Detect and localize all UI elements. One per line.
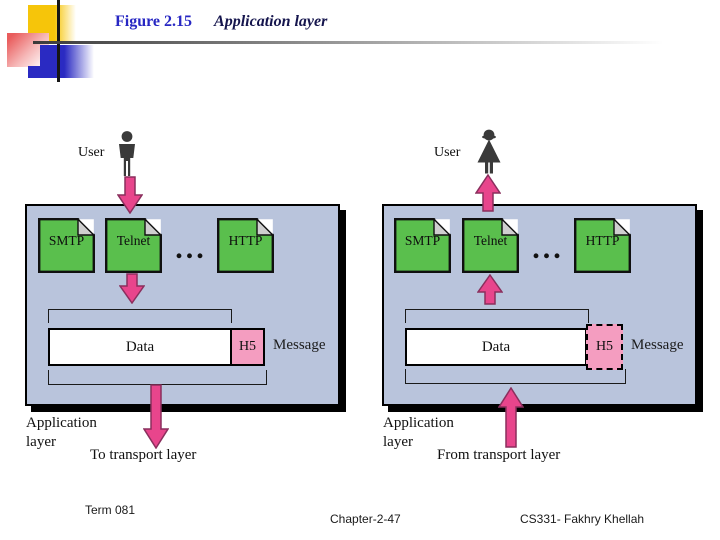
application-layer-label-line1: Application: [383, 415, 454, 431]
protocol-label: SMTP: [48, 233, 85, 248]
from-transport-arrow-up-icon: [498, 387, 524, 448]
to-transport-arrow-down-icon: [143, 384, 169, 449]
protocol-label: Telnet: [116, 233, 151, 248]
data-bracket-top: [48, 309, 232, 323]
footer-course-author: CS331- Fakhry Khellah: [520, 512, 645, 526]
data-label: Data: [481, 338, 511, 355]
header-label: H5: [238, 339, 257, 354]
application-layer-label-line2: layer: [26, 434, 56, 450]
slide-title: Figure 2.15 Application layer: [115, 13, 327, 31]
data-box: Data: [405, 328, 587, 366]
protocol-doc-smtp: SMTP: [38, 218, 95, 273]
female-user-icon: [474, 129, 504, 181]
ellipsis-dots: ...: [175, 232, 207, 265]
figure-label: Figure 2.15: [115, 13, 193, 30]
protocol-label: HTTP: [228, 233, 263, 248]
protocol-doc-smtp: SMTP: [394, 218, 451, 273]
protocol-doc-http: HTTP: [574, 218, 631, 273]
data-bracket-top: [405, 309, 589, 323]
message-label: Message: [631, 337, 684, 353]
message-bracket-bottom: [405, 369, 626, 384]
protocol-to-message-arrow-down-icon: [119, 273, 145, 304]
application-layer-label: Application layer: [383, 414, 454, 452]
footer-chapter-page: Chapter-2-47: [330, 512, 401, 526]
male-user-icon: [113, 130, 141, 182]
protocol-label: HTTP: [585, 233, 620, 248]
message-to-protocol-arrow-up-icon: [477, 274, 503, 305]
application-layer-label-line2: layer: [383, 434, 413, 450]
user-label: User: [434, 145, 461, 160]
header-rule: [33, 41, 683, 44]
header-label: H5: [595, 339, 614, 354]
footer-term: Term 081: [85, 503, 136, 517]
header-h5-box-dashed: H5: [586, 324, 623, 370]
figure-title: Application layer: [214, 13, 328, 30]
application-layer-panel-receiver: SMTP Telnet ... HTTP: [382, 204, 697, 448]
message-label: Message: [273, 337, 326, 353]
from-transport-layer-label: From transport layer: [437, 447, 561, 463]
ornament-blue-foot: [28, 66, 44, 78]
protocol-doc-telnet: Telnet: [105, 218, 162, 273]
to-transport-layer-label: To transport layer: [90, 447, 197, 463]
app-to-user-arrow-up-icon: [475, 174, 501, 212]
header-h5-box: H5: [230, 328, 265, 366]
ornament-blue-square: [40, 45, 94, 78]
protocol-doc-telnet: Telnet: [462, 218, 519, 273]
data-box: Data: [48, 328, 232, 366]
protocol-label: SMTP: [404, 233, 441, 248]
user-label: User: [78, 145, 105, 160]
ellipsis-dots: ...: [532, 232, 564, 265]
user-to-app-arrow-down-icon: [117, 176, 143, 214]
application-layer-panel-sender: SMTP Telnet ... HTTP: [25, 204, 340, 449]
application-layer-label-line1: Application: [26, 415, 97, 431]
protocol-label: Telnet: [473, 233, 508, 248]
application-layer-label: Application layer: [26, 414, 97, 452]
message-bracket-bottom: [48, 370, 267, 385]
data-label: Data: [125, 338, 155, 355]
protocol-doc-http: HTTP: [217, 218, 274, 273]
